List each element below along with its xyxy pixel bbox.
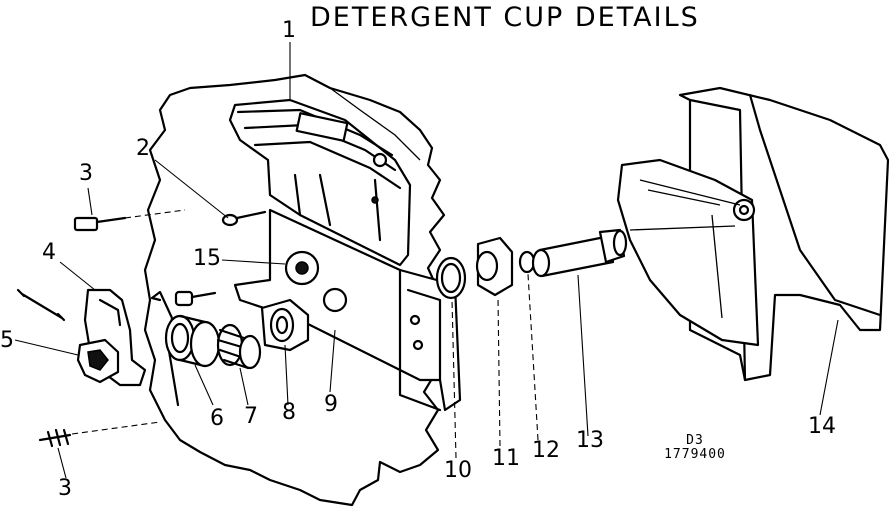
- leader-3a: [87, 187, 93, 216]
- callout-13: 13: [576, 428, 604, 453]
- dispenser-housing: [228, 98, 412, 267]
- nut-8: [260, 298, 310, 352]
- callout-6: 6: [210, 406, 224, 431]
- shaft-13: [531, 228, 628, 278]
- knob-11: [475, 236, 514, 297]
- callout-8: 8: [282, 400, 296, 425]
- leader-13: [577, 274, 589, 437]
- callout-11: 11: [492, 446, 520, 471]
- callout-3-lower: 3: [58, 476, 72, 501]
- callout-7: 7: [244, 404, 258, 429]
- washer-12: [518, 250, 536, 274]
- callout-1: 1: [282, 18, 296, 43]
- callout-15: 15: [193, 246, 221, 271]
- cup-cover-14: [616, 86, 890, 382]
- callout-5: 5: [0, 328, 14, 353]
- leader-8: [284, 344, 289, 406]
- callout-9: 9: [324, 392, 338, 417]
- leader-14: [819, 319, 839, 416]
- leader-4: [59, 261, 96, 291]
- screw-15-small: [174, 290, 217, 307]
- diagram-title: DETERGENT CUP DETAILS: [310, 2, 700, 33]
- reference-code: D3: [686, 433, 704, 448]
- drawing-reference: D3 1779400: [645, 434, 745, 461]
- callout-2: 2: [136, 136, 150, 161]
- leader-10: [451, 299, 457, 459]
- leader-15: [221, 259, 286, 265]
- callout-3-upper: 3: [79, 161, 93, 186]
- reference-number: 1779400: [664, 446, 726, 462]
- callout-14: 14: [808, 414, 836, 439]
- screw-3-upper: [73, 209, 186, 232]
- leader-12: [527, 273, 539, 441]
- callout-4: 4: [42, 240, 56, 265]
- leader-5: [14, 339, 79, 356]
- leader-11: [497, 297, 501, 447]
- torsion-spring: [150, 290, 180, 407]
- bushing-6: [164, 314, 221, 368]
- spring-7: [216, 323, 262, 370]
- leader-6: [194, 364, 214, 406]
- callout-12: 12: [532, 438, 560, 463]
- leader-9: [329, 329, 336, 393]
- housing-slot: [295, 112, 349, 142]
- latch-pin: [16, 288, 66, 322]
- leader-3b: [57, 447, 67, 479]
- leader-2: [154, 159, 229, 219]
- callout-10: 10: [444, 458, 472, 483]
- o-ring-10: [435, 256, 467, 300]
- screw-3-lower: [38, 421, 161, 448]
- leader-7: [239, 367, 249, 406]
